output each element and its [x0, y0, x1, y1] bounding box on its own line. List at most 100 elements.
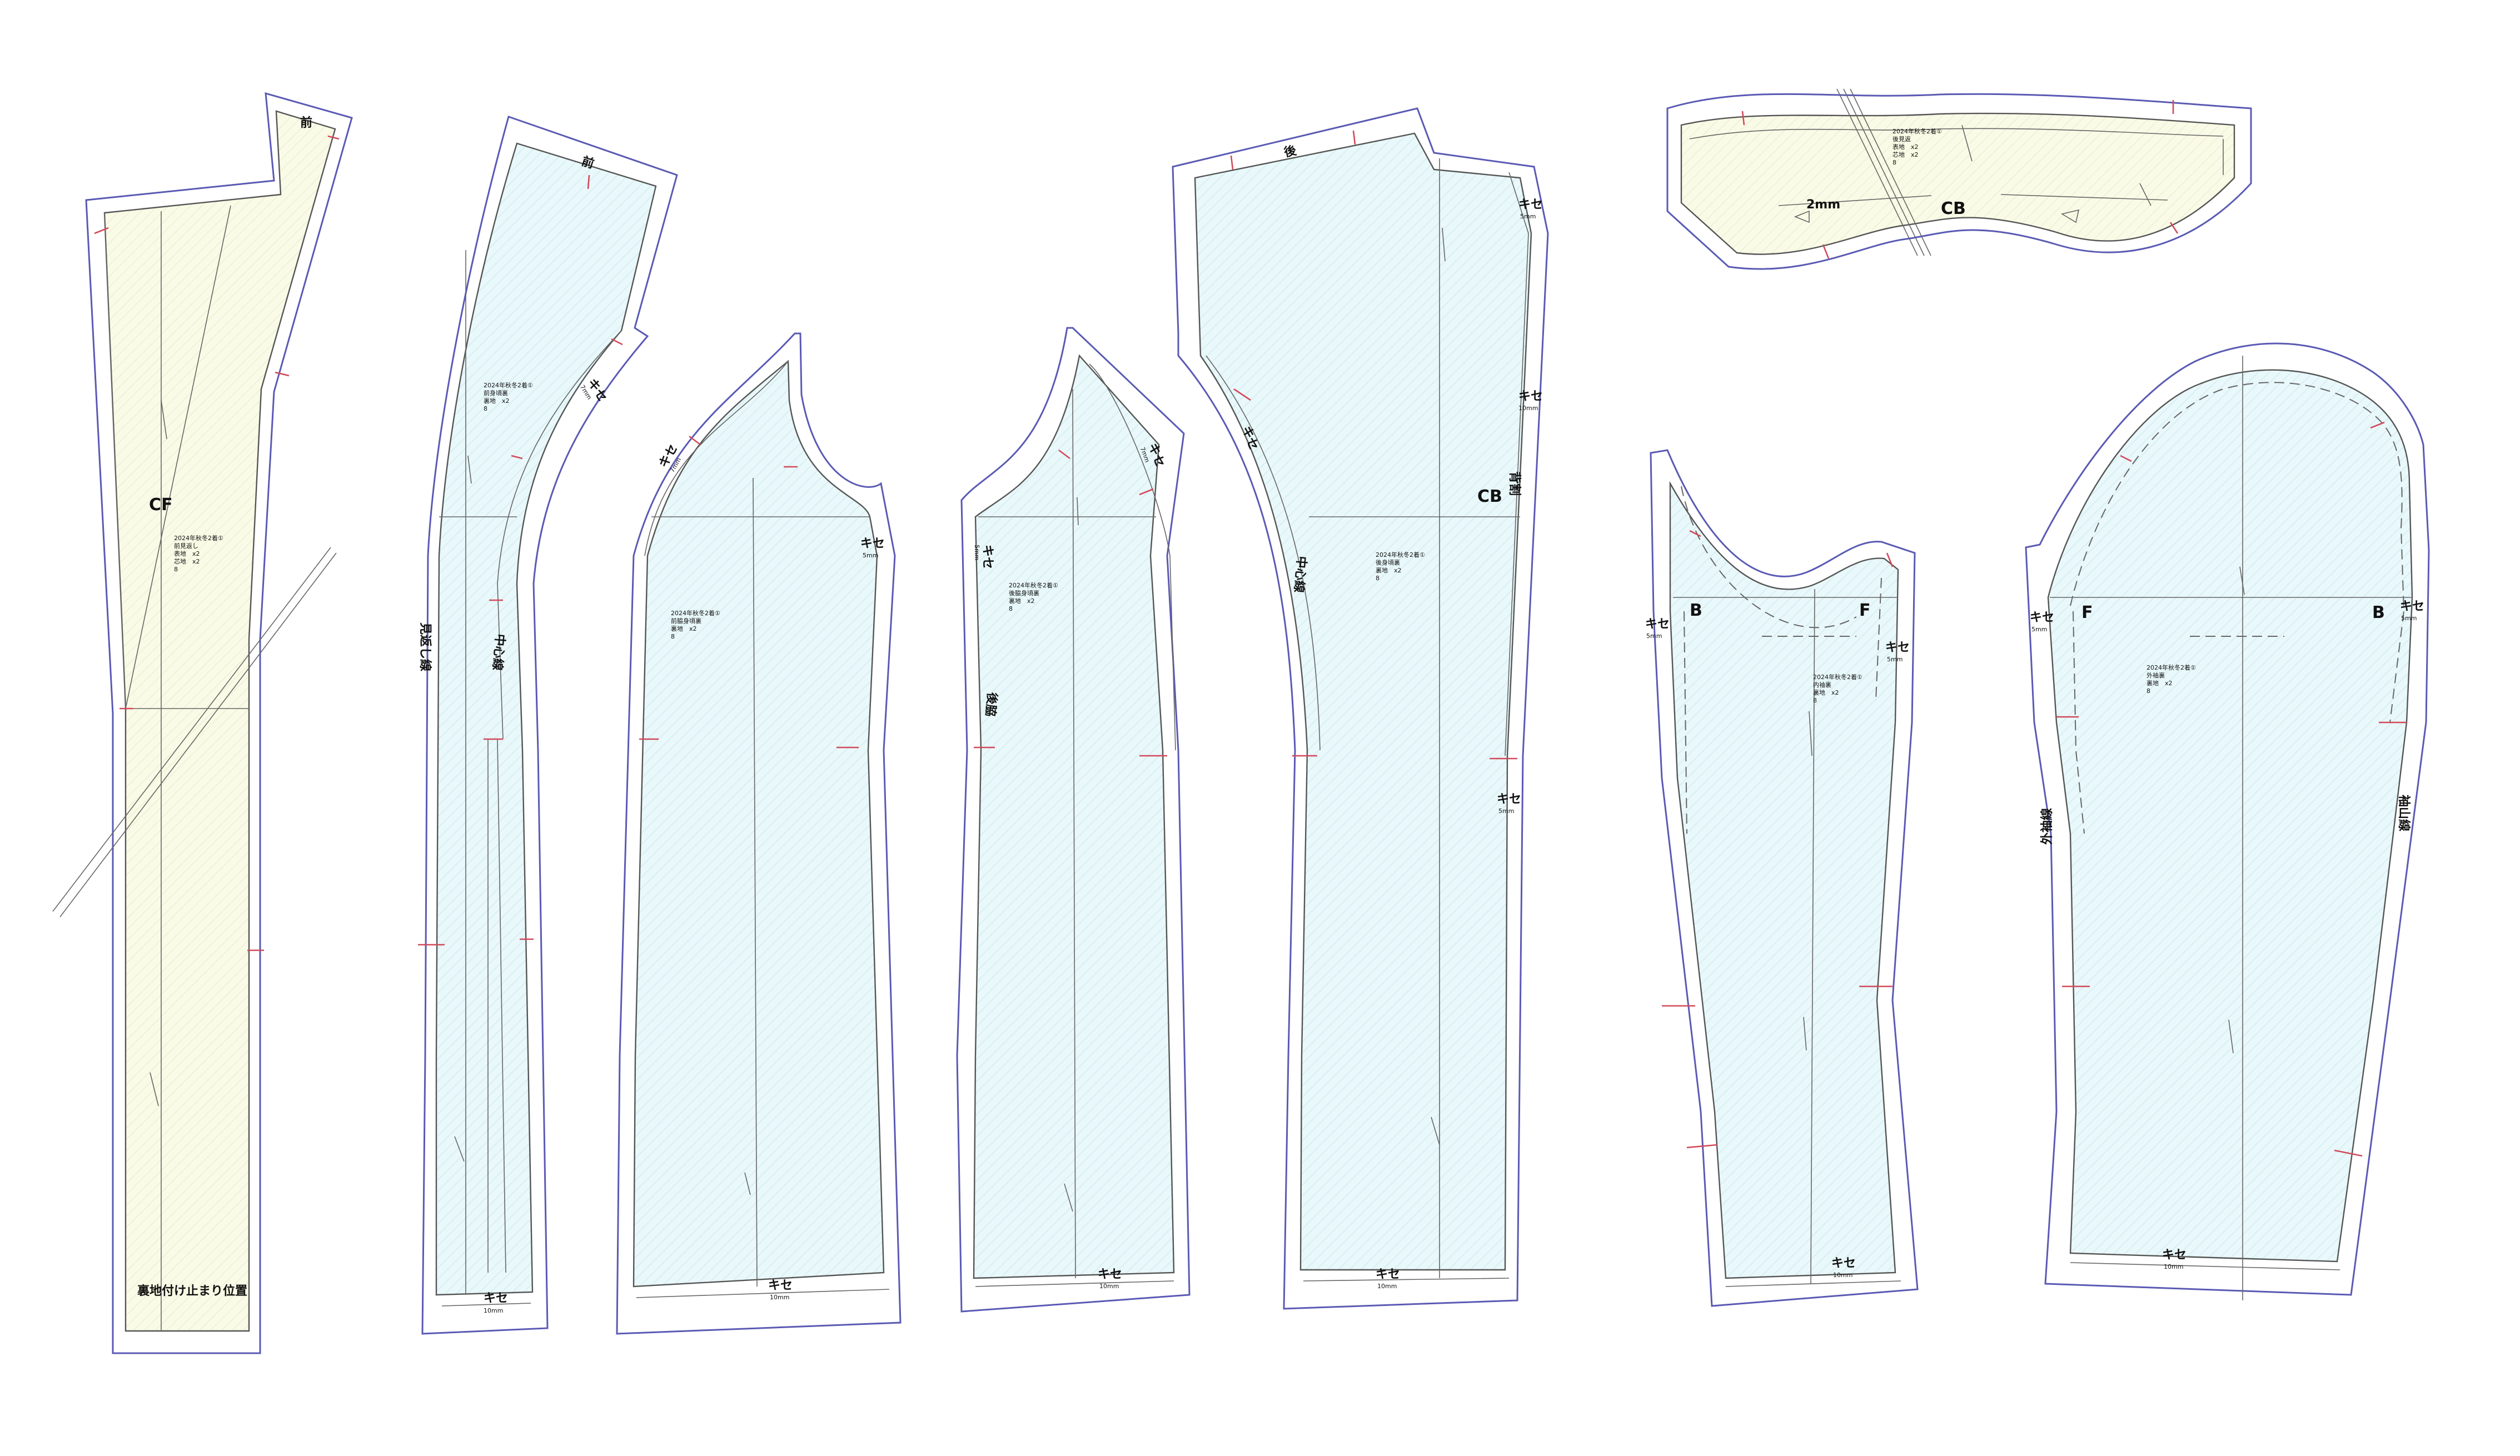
- svg-text:8: 8: [671, 633, 675, 640]
- back-split-label: 背割: [1507, 471, 1522, 496]
- svg-text:5mm: 5mm: [863, 552, 878, 559]
- svg-text:5mm: 5mm: [973, 545, 980, 560]
- svg-text:10mm: 10mm: [1833, 1271, 1852, 1279]
- top-sleeve-kise-bottom: キセ 10mm: [2162, 1248, 2187, 1270]
- svg-text:8: 8: [1376, 575, 1379, 582]
- svg-text:2024年秋冬2着①: 2024年秋冬2着①: [1813, 673, 1862, 681]
- svg-text:8: 8: [174, 566, 178, 573]
- side-front-piece: 2024年秋冬2着① 前脇身頃裏 裏地 x2 8 キセ 7mm キセ 5mm キ…: [616, 332, 902, 1335]
- svg-text:8: 8: [1813, 697, 1817, 704]
- side-front-kise-bottom: キセ 10mm: [768, 1279, 793, 1301]
- svg-text:前身頃裏: 前身頃裏: [484, 389, 508, 397]
- cf-label: CF: [149, 495, 173, 515]
- front-facing-corner-label: 前: [300, 116, 312, 130]
- svg-text:表地 x2: 表地 x2: [174, 550, 200, 557]
- top-sleeve-kise-left: キセ 5mm: [2030, 611, 2054, 633]
- back-lining-kise-bottom: キセ 10mm: [1376, 1268, 1400, 1290]
- svg-text:キセ: キセ: [1098, 1268, 1122, 1282]
- under-sleeve-kise-bottom: キセ 10mm: [1831, 1256, 1856, 1279]
- svg-text:10mm: 10mm: [484, 1307, 503, 1314]
- svg-text:キセ: キセ: [1518, 198, 1543, 212]
- svg-text:キセ: キセ: [1831, 1256, 1856, 1270]
- top-sleeve-f-label: F: [2081, 603, 2093, 622]
- back-neck-dim-label: 2mm: [1806, 198, 1840, 212]
- svg-text:2024年秋冬2着①: 2024年秋冬2着①: [2147, 664, 2196, 671]
- facing-line-label: 見返し線: [418, 622, 432, 671]
- back-center-label: 中心線: [1291, 555, 1309, 593]
- svg-text:裏地 x2: 裏地 x2: [2147, 679, 2173, 687]
- back-neck-cut-line: [1666, 93, 2252, 270]
- svg-text:8: 8: [2147, 687, 2150, 695]
- back-neck-facing-piece: CB 2mm 2024年秋冬2着① 後見返 表地 x2 芯地 x2 8: [1666, 88, 2252, 270]
- svg-text:10mm: 10mm: [1099, 1283, 1119, 1290]
- svg-text:10mm: 10mm: [770, 1294, 789, 1301]
- svg-text:2024年秋冬2着①: 2024年秋冬2着①: [484, 381, 533, 389]
- side-back-side-label: 後脇: [983, 691, 999, 717]
- side-front-body: [633, 360, 885, 1288]
- back-neck-info: 2024年秋冬2着① 後見返 表地 x2 芯地 x2 8: [1893, 127, 1942, 166]
- svg-text:表地 x2: 表地 x2: [1893, 143, 1919, 151]
- side-front-cut-line: [616, 332, 902, 1335]
- back-lining-kise-low: キセ 5mm: [1497, 792, 1521, 815]
- top-sleeve-info: 2024年秋冬2着① 外袖裏 裏地 x2 8: [2147, 664, 2196, 695]
- svg-text:キセ: キセ: [1497, 792, 1521, 806]
- svg-text:キセ: キセ: [2030, 611, 2054, 625]
- svg-text:裏地 x2: 裏地 x2: [1376, 566, 1402, 574]
- svg-text:キセ: キセ: [860, 537, 885, 551]
- back-lining-kise-mid: キセ 10mm: [1518, 390, 1543, 412]
- under-sleeve-info: 2024年秋冬2着① 内袖裏 裏地 x2 8: [1813, 673, 1862, 704]
- under-sleeve-kise-left: キセ 5mm: [1645, 617, 1670, 640]
- svg-text:裏地 x2: 裏地 x2: [1813, 689, 1839, 696]
- svg-text:2024年秋冬2着①: 2024年秋冬2着①: [1009, 581, 1058, 589]
- under-sleeve-f-label: F: [1859, 601, 1871, 620]
- svg-text:裏地 x2: 裏地 x2: [484, 397, 510, 405]
- svg-text:5mm: 5mm: [1646, 632, 1662, 640]
- back-lining-info: 2024年秋冬2着① 後身頃裏 裏地 x2 8: [1376, 551, 1425, 582]
- side-back-info: 2024年秋冬2着① 後脇身頃裏 裏地 x2 8: [1009, 581, 1058, 612]
- side-back-piece: 2024年秋冬2着① 後脇身頃裏 裏地 x2 8 キセ 5mm キセ 7mm 後…: [956, 327, 1191, 1313]
- svg-text:8: 8: [1009, 605, 1013, 612]
- side-front-kise-right: キセ 5mm: [860, 537, 885, 559]
- svg-text:2024年秋冬2着①: 2024年秋冬2着①: [174, 534, 223, 542]
- lining-stop-label: 裏地付け止まり位置: [137, 1284, 247, 1298]
- svg-text:キセ: キセ: [1376, 1268, 1400, 1282]
- svg-text:芯地 x2: 芯地 x2: [174, 557, 200, 565]
- front-center-label: 中心線: [490, 633, 507, 671]
- svg-text:5mm: 5mm: [1520, 213, 1536, 220]
- svg-text:後身頃裏: 後身頃裏: [1376, 559, 1400, 566]
- svg-text:キセ: キセ: [2162, 1248, 2187, 1262]
- svg-text:キセ: キセ: [484, 1292, 508, 1305]
- svg-text:キセ: キセ: [768, 1279, 793, 1293]
- top-sleeve-cut-line: [2025, 342, 2430, 1296]
- svg-text:外袖裏: 外袖裏: [2147, 671, 2165, 679]
- top-sleeve-body: [2047, 369, 2413, 1263]
- svg-text:10mm: 10mm: [1377, 1283, 1397, 1290]
- under-sleeve-kise-right: キセ 5mm: [1885, 641, 1910, 663]
- back-neck-body: [1680, 112, 2235, 255]
- cb-label: CB: [1477, 487, 1502, 506]
- front-facing-info: 2024年秋冬2着① 前見返し 表地 x2 芯地 x2 8: [174, 534, 223, 573]
- svg-text:キセ: キセ: [1645, 617, 1670, 631]
- svg-text:キセ: キセ: [2400, 600, 2424, 614]
- svg-text:内袖裏: 内袖裏: [1813, 681, 1831, 689]
- svg-text:8: 8: [484, 405, 487, 412]
- svg-text:10mm: 10mm: [1518, 405, 1538, 412]
- front-lining-kise-top: キセ 7mm: [579, 376, 610, 405]
- front-lining-cut-line: [421, 116, 678, 1335]
- side-front-info: 2024年秋冬2着① 前脇身頃裏 裏地 x2 8: [671, 609, 720, 640]
- svg-text:2024年秋冬2着①: 2024年秋冬2着①: [671, 609, 720, 617]
- svg-text:前見返し: 前見返し: [174, 542, 198, 550]
- front-facing-piece: CF 前 2024年秋冬2着① 前見返し 表地 x2 芯地 x2 8 裏地付け止…: [52, 92, 353, 1354]
- svg-text:5mm: 5mm: [2401, 615, 2417, 622]
- svg-text:芯地 x2: 芯地 x2: [1893, 151, 1919, 158]
- side-back-cut-line: [956, 327, 1191, 1313]
- svg-text:5mm: 5mm: [2031, 626, 2047, 633]
- svg-text:キセ: キセ: [1518, 390, 1543, 403]
- svg-text:後見返: 後見返: [1893, 135, 1911, 143]
- top-sleeve-b-label: B: [2372, 603, 2385, 622]
- svg-text:後脇身頃裏: 後脇身頃裏: [1009, 589, 1039, 597]
- svg-text:10mm: 10mm: [2164, 1263, 2183, 1270]
- top-sleeve-side-right-label: 袖山線: [2397, 795, 2411, 831]
- top-sleeve-kise-right: キセ 5mm: [2400, 600, 2424, 622]
